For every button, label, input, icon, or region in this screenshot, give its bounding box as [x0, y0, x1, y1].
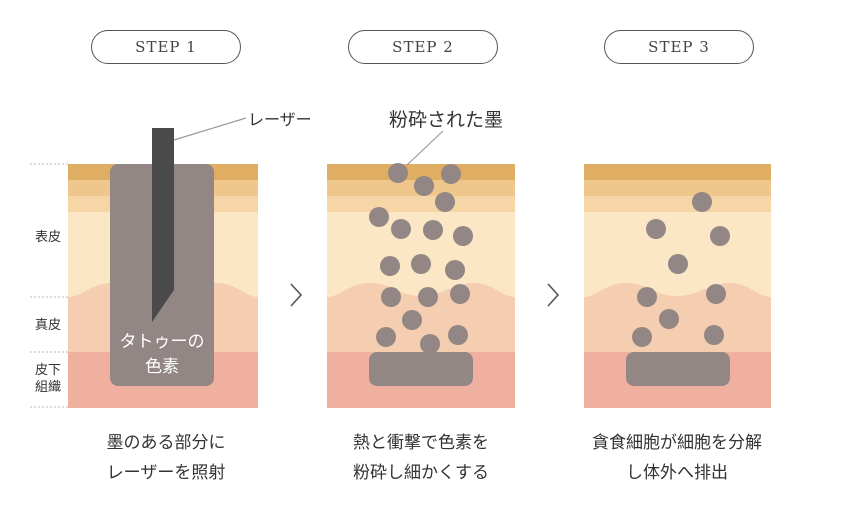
step-3-caption-line1: 貪食細胞が細胞を分解 [592, 433, 762, 453]
step-1-label: STEP 1 [91, 30, 241, 64]
subcutis-label: 皮下 組織 [30, 362, 66, 396]
step-3-label: STEP 3 [604, 30, 754, 64]
laser-beam [152, 128, 174, 322]
pigment-label: タトゥーの 色素 [110, 330, 214, 380]
panel-step-2 [327, 130, 515, 408]
chevron-right-icon [290, 283, 303, 307]
crushed-ink-label: 粉砕された墨 [389, 109, 504, 131]
step-1-caption: 墨のある部分に レーザーを照射 [56, 428, 276, 488]
panel-step-3 [584, 164, 771, 408]
laser-label: レーザー [248, 110, 312, 129]
epidermis-label: 表皮 [34, 230, 61, 245]
panel-step-1 [68, 117, 258, 408]
remaining-pigment-dots [632, 192, 730, 347]
step-1-caption-line1: 墨のある部分に [106, 433, 226, 453]
step-2-caption: 熱と衝撃で色素を 粉砕し細かくする [311, 428, 531, 488]
step-1-caption-line2: レーザーを照射 [106, 463, 226, 483]
dermis-label: 真皮 [34, 318, 61, 333]
step-2-caption-line1: 熱と衝撃で色素を [353, 433, 489, 453]
step-2-label: STEP 2 [348, 30, 498, 64]
chevron-right-icon [547, 283, 560, 307]
step-2-caption-line2: 粉砕し細かくする [353, 463, 489, 483]
crushed-pigment-dots [369, 163, 473, 354]
step-3-caption-line2: し体外へ排出 [626, 463, 728, 483]
pigment-label-line2: 色素 [145, 357, 179, 377]
subcutis-label-line2: 組織 [34, 380, 61, 395]
pigment-label-line1: タトゥーの [119, 332, 205, 352]
step-3-caption: 貪食細胞が細胞を分解 し体外へ排出 [567, 428, 787, 488]
subcutis-label-line1: 皮下 [34, 363, 61, 378]
